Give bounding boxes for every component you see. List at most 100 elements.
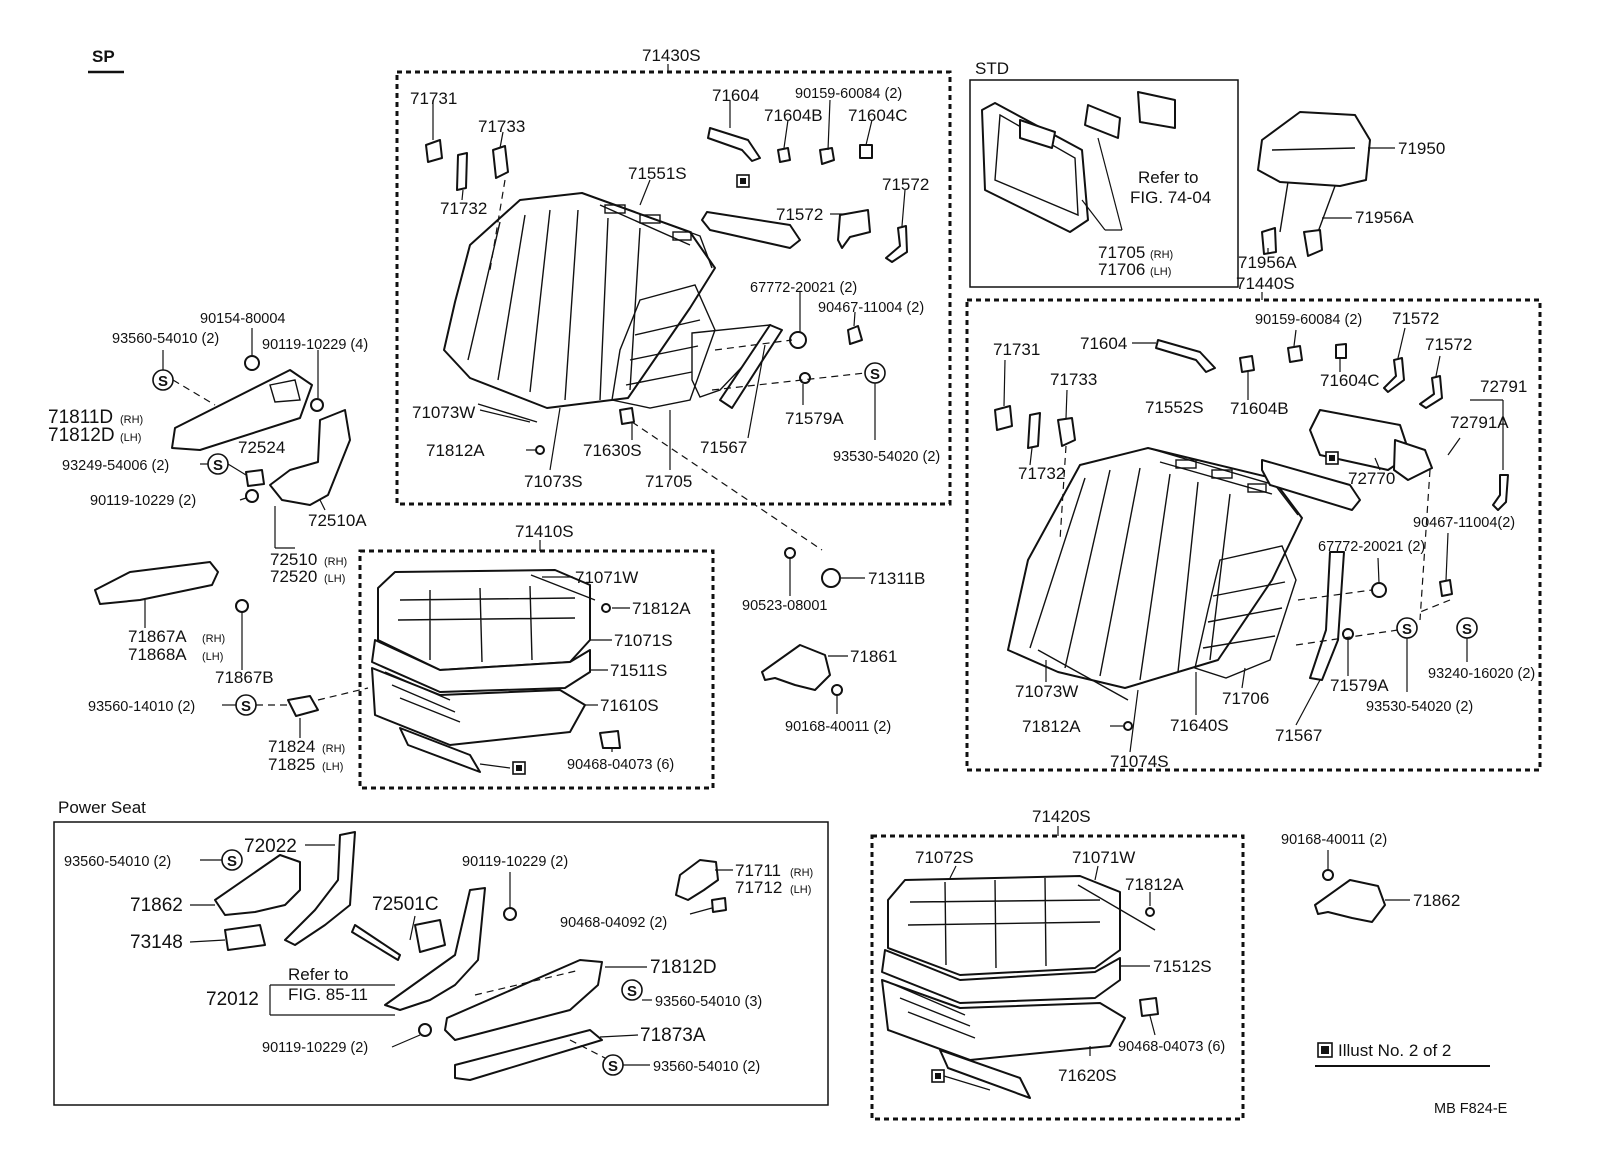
cover-71861-icon [761, 644, 831, 691]
part-71630S-icon [619, 407, 635, 425]
part-90159-icon [819, 147, 835, 165]
mechanism-72791-icon [1393, 439, 1433, 481]
label-72012: 72012 [206, 989, 259, 1010]
label-71861: 71861 [850, 647, 897, 666]
label-71705-rh: (RH) [1150, 249, 1173, 261]
track-72012-icon [384, 887, 486, 1011]
cover-71862-icon [214, 854, 301, 916]
frame-71430S [395, 70, 952, 506]
label-71812D: 71812D [48, 425, 115, 446]
label-p93560-54010-2b: 93560-54010 (2) [653, 1059, 760, 1075]
s-symbol-text: S [241, 698, 251, 715]
label-71311B: 71311B [868, 569, 925, 588]
seat-pad-71512S-icon [881, 949, 1121, 1004]
s-symbol-text: S [1462, 621, 1472, 638]
label-r71567: 71567 [1275, 726, 1322, 745]
part-r71733-icon [1057, 417, 1076, 447]
label-71712: 71712 [735, 878, 782, 897]
label-p93560-54010-3: 93560-54010 (3) [655, 994, 762, 1010]
part-r71731-icon [994, 405, 1013, 431]
label-93560-14010: 93560-14010 (2) [88, 699, 195, 715]
seat-cushion-assembly-71420S: 71420S 71072S 71071W 71812A 71512S 90468… [870, 807, 1245, 1121]
seat-pad-71511S-icon [371, 639, 591, 693]
label-r93240-16020: 93240-16020 (2) [1428, 666, 1535, 682]
s-symbol-icon [621, 979, 643, 1001]
part-71579A-icon [799, 372, 811, 384]
s-symbol-text: S [870, 366, 880, 383]
label-73148: 73148 [130, 932, 183, 953]
part-r71579A-icon [1342, 628, 1354, 640]
part-71604B-icon [777, 147, 791, 163]
label-71712-lh: (LH) [790, 884, 811, 896]
power-seat-label: Power Seat [58, 798, 146, 817]
label-90468-04073: 90468-04073 (6) [567, 757, 674, 773]
part-71733-icon [492, 145, 509, 179]
label-r71572-a: 71572 [1392, 309, 1439, 328]
clip-90468-icon [599, 730, 621, 749]
label-71824-rh: (RH) [322, 743, 345, 755]
label-71867B: 71867B [215, 668, 274, 687]
bolt-90119-a-icon [503, 907, 517, 921]
refer-8511-line2: FIG. 85-11 [288, 985, 368, 1004]
seat-back-assembly-71440S: 71440S S S [965, 274, 1542, 772]
part-pad-right-icon [1261, 459, 1361, 511]
seat-back-cushion-icon [443, 192, 716, 409]
label-72524: 72524 [238, 438, 285, 457]
label-p71812D: 71812D [650, 957, 717, 978]
part-r90467-icon [1439, 579, 1453, 597]
label-71706-std: 71706 [1098, 260, 1145, 279]
label-71706-lh: (LH) [1150, 266, 1171, 278]
label-71610S: 71610S [600, 696, 659, 715]
figure-code: MB F824-E [1434, 1101, 1508, 1117]
part-r71732-icon [1027, 412, 1041, 449]
label-71867A: 71867A [128, 627, 187, 646]
label-r71640S: 71640S [1170, 716, 1229, 735]
label-71073W: 71073W [412, 403, 475, 422]
label-r72791: 72791 [1480, 377, 1527, 396]
label-71551S: 71551S [628, 164, 687, 183]
illustration-note: Illust No. 2 of 2 [1315, 1041, 1490, 1067]
label-q71071W: 71071W [1072, 848, 1135, 867]
label-71604C: 71604C [848, 106, 908, 125]
label-90468-04092: 90468-04092 (2) [560, 915, 667, 931]
track-72022-icon [284, 831, 356, 946]
label-71511S: 71511S [610, 661, 667, 680]
label-90119-10229-2: 90119-10229 (2) [90, 493, 196, 509]
seat-frame-71610S-icon [371, 667, 586, 746]
illust-note-text: Illust No. 2 of 2 [1338, 1041, 1451, 1060]
label-71824: 71824 [268, 737, 315, 756]
part-r71604B-icon [1239, 355, 1255, 373]
label-71825: 71825 [268, 755, 315, 774]
label-r71579A: 71579A [1330, 676, 1389, 695]
label-r67772-20021: 67772-20021 (2) [1318, 539, 1425, 555]
headrest-group: 71950 71956A 71956A [1238, 111, 1445, 272]
clip-q71812A-icon [1145, 907, 1155, 917]
side-shield-71867A-icon [94, 561, 219, 605]
power-seat-box: Power Seat S S S [53, 798, 829, 1106]
label-71711-rh: (RH) [790, 867, 813, 879]
s-symbol-text: S [227, 853, 237, 870]
label-71711: 71711 [735, 861, 781, 880]
label-p90119-10229-b: 90119-10229 (2) [262, 1040, 368, 1056]
label-90523-08001: 90523-08001 [742, 598, 827, 614]
headrest-support-right-icon [1303, 229, 1323, 257]
label-71868A: 71868A [128, 645, 187, 664]
label-90159-60084: 90159-60084 (2) [795, 86, 902, 102]
label-71071W: 71071W [575, 568, 638, 587]
label-71732: 71732 [440, 199, 487, 218]
label-93249-54006: 93249-54006 (2) [62, 458, 169, 474]
label-71073S: 71073S [524, 472, 583, 491]
label-72022: 72022 [244, 836, 297, 857]
clip-q90468-icon [1139, 997, 1159, 1017]
label-71950: 71950 [1398, 139, 1445, 158]
label-71733: 71733 [478, 117, 525, 136]
label-71705: 71705 [645, 472, 692, 491]
s-symbol-text: S [213, 457, 223, 474]
label-r71732: 71732 [1018, 464, 1065, 483]
headrest-support-left-icon [1261, 227, 1277, 255]
part-r71572-b-icon [1419, 375, 1443, 409]
label-71410S: 71410S [515, 522, 574, 541]
label-71572-b: 71572 [882, 175, 929, 194]
label-r71073W: 71073W [1015, 682, 1078, 701]
seat-back-assembly-71430S: 71430S S [395, 46, 952, 551]
